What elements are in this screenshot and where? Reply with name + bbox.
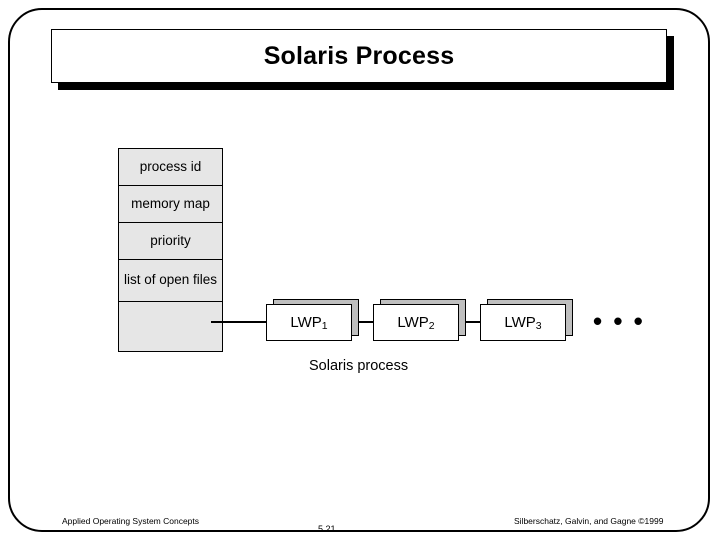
slide-border xyxy=(8,8,710,532)
page-title: Solaris Process xyxy=(263,41,455,70)
pcb-row-memory-map: memory map xyxy=(119,186,222,223)
lwp2-index: 2 xyxy=(428,319,435,332)
process-control-block: process id memory map priority list of o… xyxy=(118,148,223,352)
footer-left: Applied Operating System Concepts xyxy=(62,516,200,526)
pcb-row-list-of-open-files: list of open files xyxy=(119,260,222,302)
lwp3-label: LWP xyxy=(504,314,536,331)
footer-page-number: 5.21 xyxy=(318,524,336,534)
pcb-row-priority: priority xyxy=(119,223,222,260)
diagram-caption: Solaris process xyxy=(309,358,409,374)
pcb-row-empty xyxy=(119,302,222,351)
footer-right: Silberschatz, Galvin, and Gagne ©1999 xyxy=(514,516,664,526)
connector-lwp2-to-lwp3 xyxy=(459,321,484,323)
lwp2-label: LWP xyxy=(397,314,429,331)
pcb-row-process-id: process id xyxy=(119,149,222,186)
lwp3-index: 3 xyxy=(535,319,542,332)
connector-lwp1-to-lwp2 xyxy=(352,321,377,323)
title-box: Solaris Process xyxy=(51,29,667,83)
lwp1-index: 1 xyxy=(321,319,328,332)
lwp-ellipsis: • • • xyxy=(593,306,645,336)
connector-pcb-to-lwp1 xyxy=(211,321,268,323)
lwp1-label: LWP xyxy=(290,314,322,331)
